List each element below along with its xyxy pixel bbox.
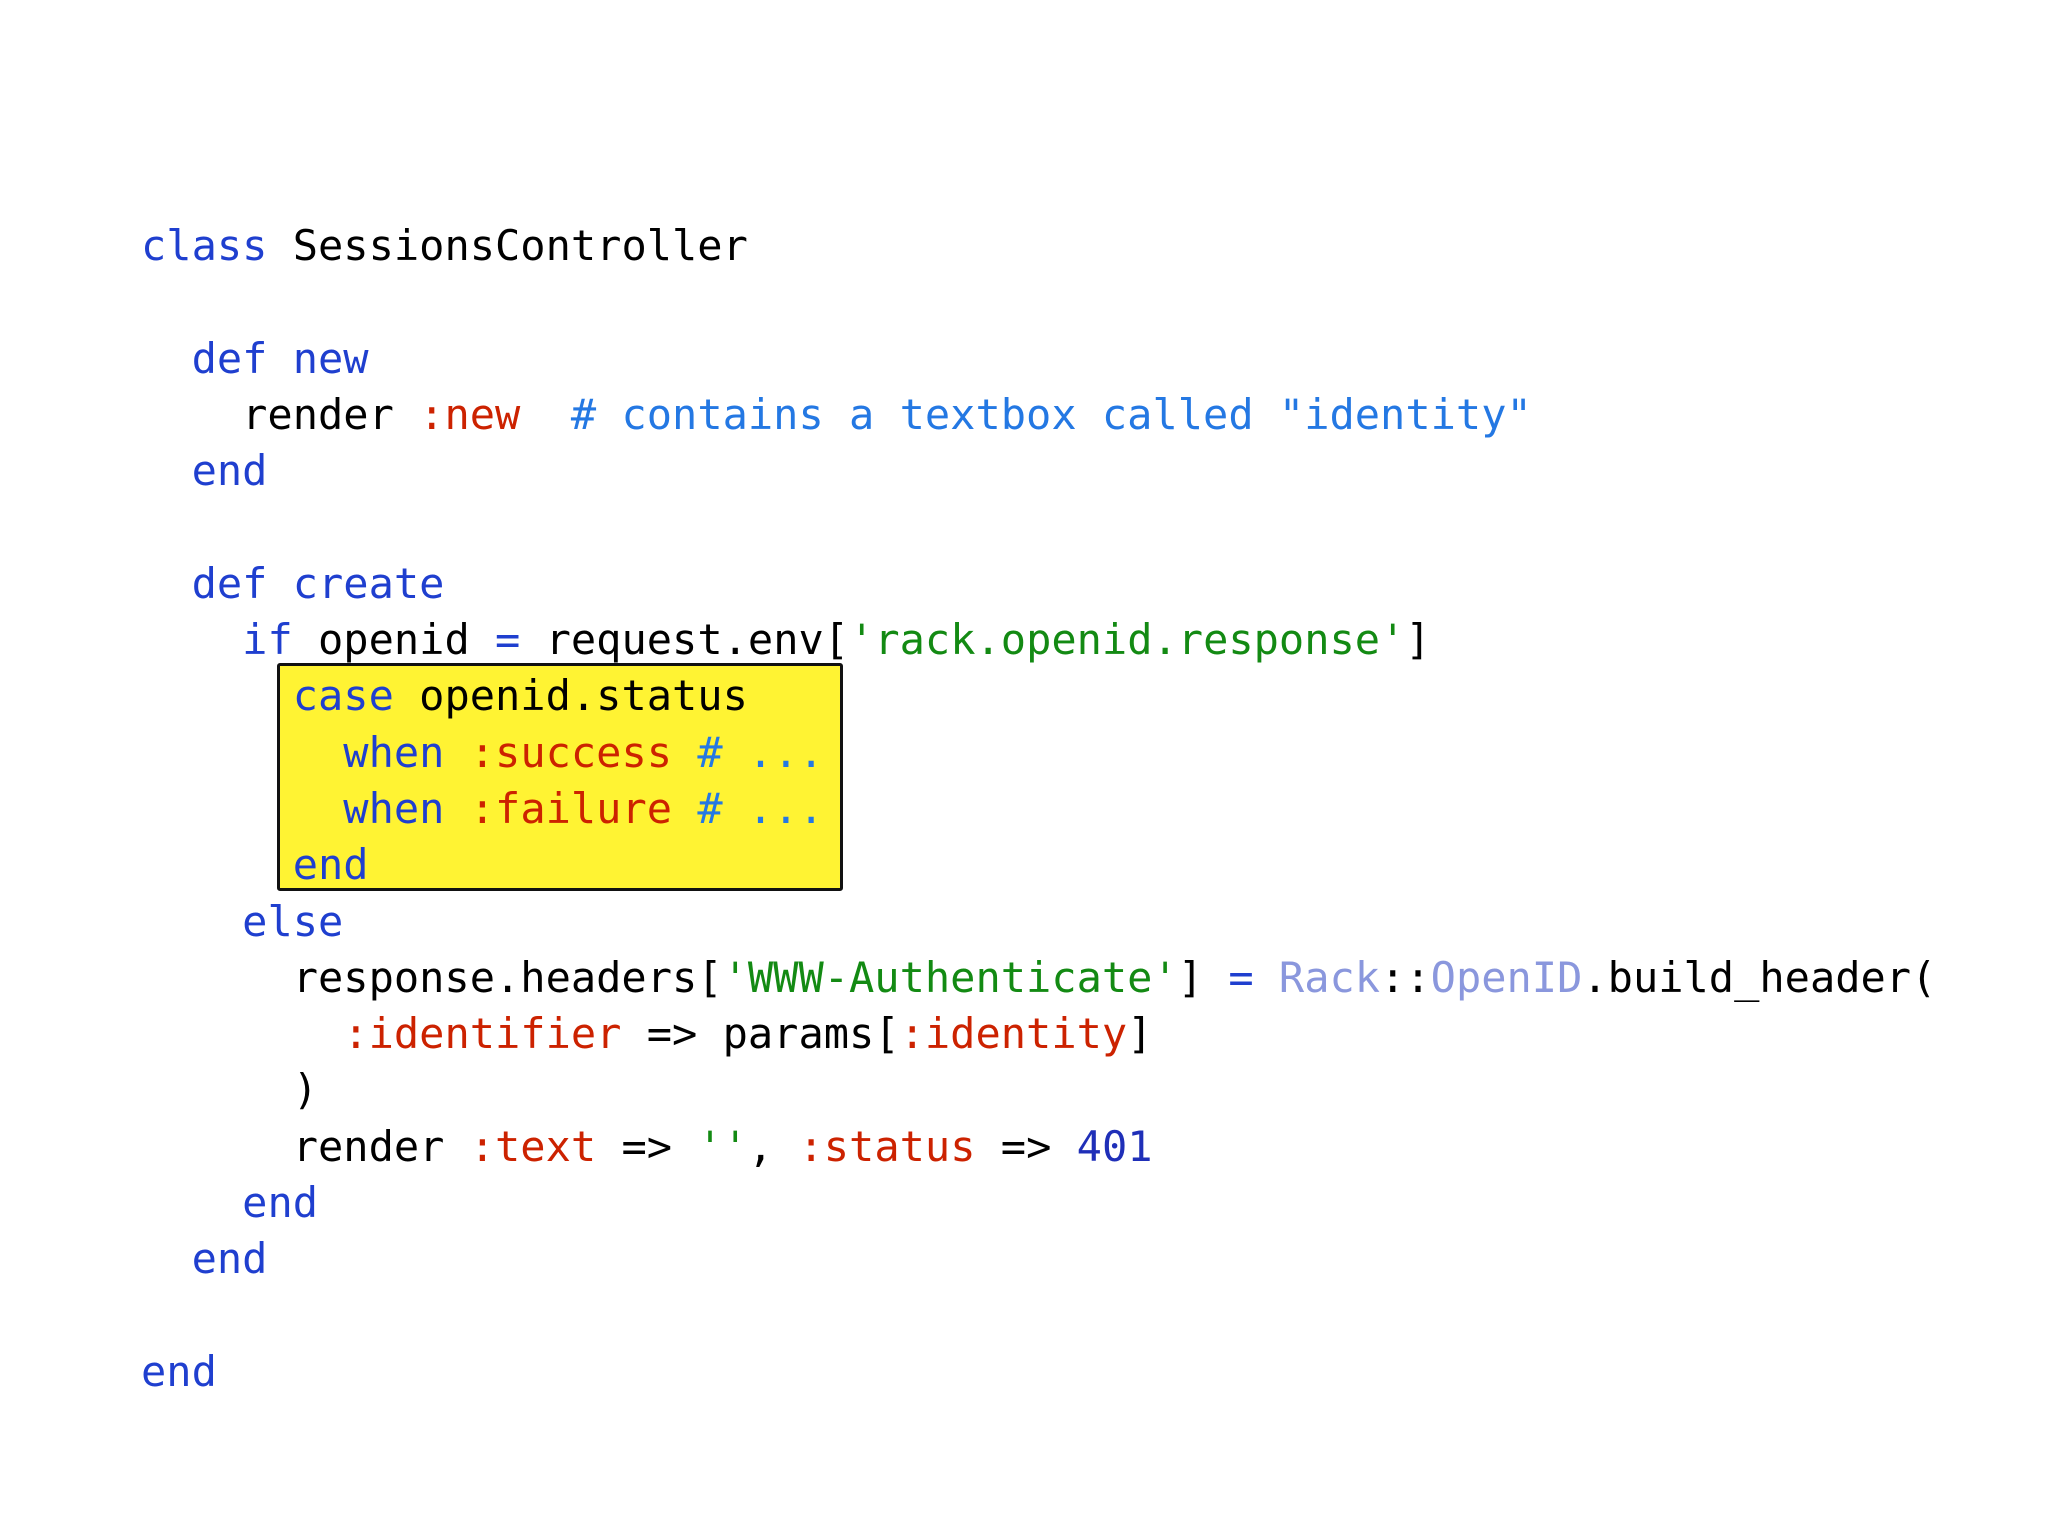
code-line: class SessionsController bbox=[141, 218, 1936, 274]
code-token-default bbox=[141, 615, 242, 664]
code-token-default: SessionsController bbox=[267, 221, 748, 270]
code-token-keyword: end bbox=[141, 1346, 217, 1396]
code-line bbox=[141, 274, 1936, 330]
code-line: def create bbox=[141, 556, 1936, 612]
code-token-keyword: else bbox=[242, 896, 344, 946]
code-token-default bbox=[141, 784, 343, 833]
code-token-keyword: end bbox=[191, 446, 268, 496]
code-token-default: .build_header( bbox=[1582, 952, 1937, 1002]
code-token-default bbox=[444, 784, 469, 833]
code-token-symbol: :identifier bbox=[343, 1009, 622, 1059]
code-token-symbol: :identity bbox=[899, 1009, 1128, 1059]
code-token-keyword: end bbox=[292, 840, 369, 890]
code-token-string: 'WWW-Authenticate' bbox=[722, 952, 1178, 1002]
code-token-default: ] bbox=[1127, 1009, 1153, 1059]
code-token-default bbox=[141, 1009, 343, 1058]
code-line: ) bbox=[141, 1062, 1936, 1118]
code-token-default bbox=[141, 334, 192, 383]
code-line: when :success # ... bbox=[141, 725, 1936, 781]
code-token-default bbox=[1254, 953, 1279, 1002]
code-token-default: => bbox=[596, 1121, 698, 1171]
code-token-default bbox=[141, 1234, 192, 1283]
code-token-keyword: when bbox=[343, 783, 445, 833]
code-token-default: => params[ bbox=[621, 1009, 900, 1059]
code-token-default bbox=[444, 728, 469, 777]
code-token-symbol: :text bbox=[469, 1121, 597, 1171]
code-token-default bbox=[141, 897, 242, 946]
code-token-keyword: = bbox=[1228, 952, 1254, 1002]
code-token-default: openid.status bbox=[393, 671, 748, 721]
code-token-default: ) bbox=[141, 1065, 319, 1115]
code-line: when :failure # ... bbox=[141, 781, 1936, 837]
code-token-const: Rack bbox=[1278, 952, 1381, 1002]
code-line: end bbox=[141, 837, 1936, 893]
code-token-keyword: class bbox=[141, 221, 268, 270]
code-token-default: ] bbox=[1405, 615, 1431, 665]
code-token-default bbox=[672, 784, 697, 833]
code-line: case openid.status bbox=[141, 668, 1936, 724]
code-token-symbol: :status bbox=[798, 1121, 976, 1171]
code-token-default: render bbox=[141, 389, 420, 439]
code-token-default bbox=[141, 671, 293, 720]
code-token-default: ] bbox=[1177, 952, 1229, 1002]
code-token-keyword: end bbox=[242, 1178, 319, 1228]
code-token-default: response.headers[ bbox=[141, 952, 723, 1002]
code-token-const: OpenID bbox=[1430, 952, 1583, 1002]
code-token-keyword: when bbox=[343, 727, 445, 777]
code-token-default: => bbox=[975, 1121, 1077, 1171]
code-token-default: render bbox=[141, 1121, 470, 1171]
code-token-symbol: :new bbox=[419, 389, 521, 439]
code-line: else bbox=[141, 894, 1936, 950]
code-line: end bbox=[141, 1175, 1936, 1231]
code-token-number: 401 bbox=[1076, 1121, 1153, 1171]
code-line: def new bbox=[141, 331, 1936, 387]
code-token-comment: # ... bbox=[697, 727, 824, 777]
code-token-keyword: = bbox=[495, 615, 521, 665]
code-token-default bbox=[520, 390, 571, 439]
code-token-symbol: :success bbox=[469, 727, 673, 777]
code-token-symbol: :failure bbox=[469, 783, 673, 833]
code-token-comment: # ... bbox=[697, 783, 824, 833]
code-token-keyword: def create bbox=[191, 558, 445, 608]
code-token-default bbox=[672, 728, 697, 777]
code-line: end bbox=[141, 443, 1936, 499]
code-token-default: openid bbox=[292, 615, 496, 665]
highlight-box bbox=[277, 663, 843, 891]
code-line bbox=[141, 1288, 1936, 1344]
code-token-default bbox=[141, 446, 192, 495]
code-token-default: request.env[ bbox=[520, 615, 850, 665]
code-line bbox=[141, 499, 1936, 555]
code-token-keyword: def new bbox=[191, 333, 369, 383]
code-token-default bbox=[141, 559, 192, 608]
code-token-default: :: bbox=[1380, 952, 1431, 1002]
code-line: end bbox=[141, 1344, 1936, 1400]
code-token-keyword: if bbox=[242, 615, 293, 665]
code-line: render :new # contains a textbox called … bbox=[141, 387, 1936, 443]
code-line: end bbox=[141, 1231, 1936, 1287]
code-token-default bbox=[141, 728, 343, 777]
code-token-default bbox=[141, 1178, 242, 1227]
code-token-keyword: end bbox=[191, 1234, 268, 1284]
code-line: render :text => '', :status => 401 bbox=[141, 1119, 1936, 1175]
code-line: if openid = request.env['rack.openid.res… bbox=[141, 612, 1936, 668]
code-line: response.headers['WWW-Authenticate'] = R… bbox=[141, 950, 1937, 1006]
code-block: class SessionsController def new render … bbox=[141, 218, 1936, 1400]
code-token-keyword: case bbox=[292, 671, 394, 721]
code-token-string: 'rack.openid.response' bbox=[849, 615, 1406, 665]
code-token-default bbox=[141, 840, 293, 889]
code-line: :identifier => params[:identity] bbox=[141, 1006, 1936, 1062]
code-token-comment: # contains a textbox called "identity" bbox=[570, 389, 1532, 439]
code-token-default: , bbox=[747, 1121, 799, 1171]
code-token-string: '' bbox=[697, 1121, 748, 1171]
